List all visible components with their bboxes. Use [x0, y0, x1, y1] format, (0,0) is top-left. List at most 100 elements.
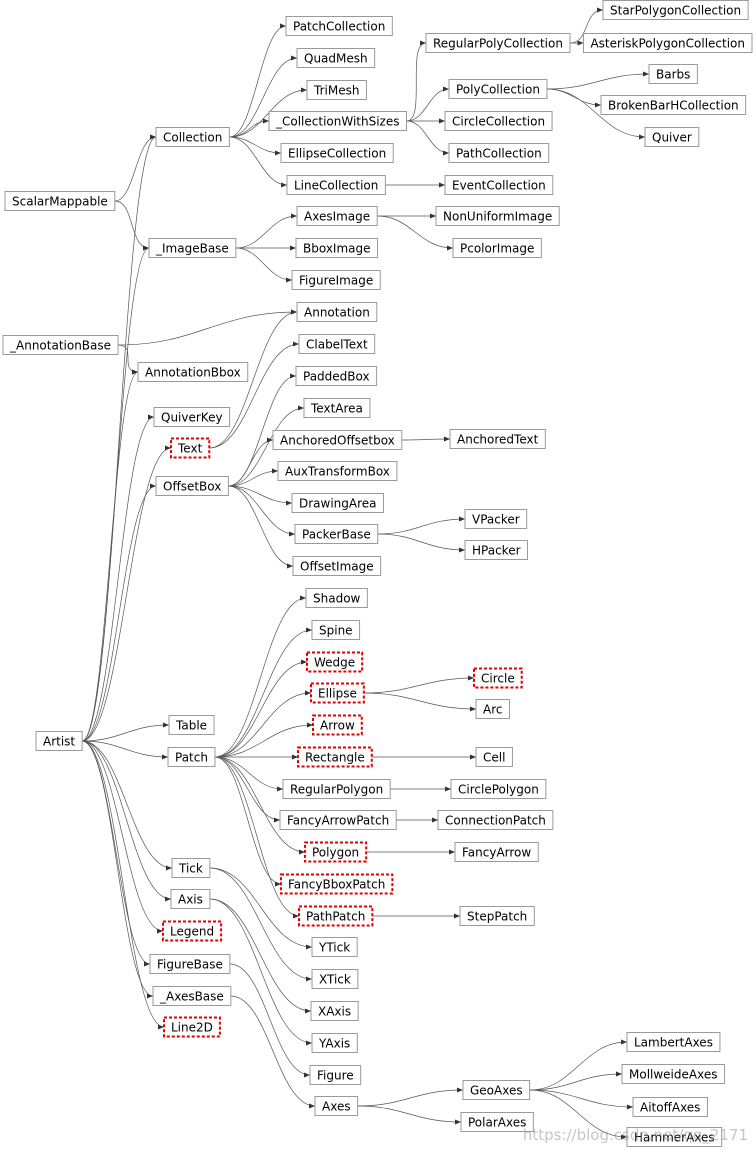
node-label: PcolorImage [460, 242, 534, 256]
edge-offset-box-to-offset-image [228, 485, 294, 569]
node-box [298, 334, 376, 354]
node-spine: Spine [311, 620, 361, 640]
node-anchored-offsetbox: AnchoredOffsetbox [272, 430, 403, 450]
node-box [152, 986, 232, 1006]
node-label: VPacker [472, 513, 520, 527]
node-box [294, 524, 379, 544]
edge-offset-box-to-drawing-area [228, 485, 293, 506]
node-box [310, 682, 365, 704]
node-drawing-area: DrawingArea [291, 493, 385, 513]
edge-offset-box-to-anchored-offsetbox [228, 437, 274, 487]
node-label: Arrow [320, 719, 355, 733]
node-label: Ellipse [318, 687, 357, 701]
node-label: ConnectionPatch [445, 814, 546, 828]
node-label: XAxis [318, 1005, 351, 1019]
node-label: DrawingArea [299, 497, 377, 511]
node-label: AnnotationBbox [145, 366, 241, 380]
node-x-axis: XAxis [310, 1001, 359, 1021]
node-label: Annotation [304, 306, 370, 320]
node-label: CirclePolygon [458, 783, 539, 797]
edge-patch-to-fancy-arrow-patch [214, 756, 281, 823]
node-mollweide-axes: MollweideAxes [621, 1064, 725, 1084]
node-box [600, 95, 747, 115]
edge-collection-to-line-collection [229, 136, 288, 188]
node-fancy-bbox-patch: FancyBboxPatch [280, 873, 394, 895]
node-circle-collection: CircleCollection [444, 111, 553, 131]
node-box [163, 1016, 221, 1038]
node-scalar-mappable: ScalarMappable [4, 191, 116, 211]
edge-geo-axes-to-hammer-axes [529, 1089, 628, 1140]
node-label: Legend [170, 925, 214, 939]
node-label: PathCollection [456, 147, 542, 161]
node-label: Artist [43, 735, 75, 749]
node-patch: Patch [167, 747, 216, 767]
node-label: Spine [319, 624, 353, 638]
node-polar-axes: PolarAxes [460, 1112, 534, 1132]
node-label: FancyArrowPatch [287, 814, 389, 828]
node-box [464, 509, 528, 529]
node-label: Circle [481, 672, 515, 686]
edge-scalar-mappable-to-collection [114, 134, 157, 202]
node-label: Polygon [312, 846, 359, 860]
edge-patch-to-shadow [214, 595, 307, 758]
edge-collection-to-collection-with-sizes [229, 118, 270, 138]
node-label: Rectangle [305, 751, 365, 765]
node-shadow: Shadow [305, 588, 368, 608]
node-patch-collection: PatchCollection [285, 16, 393, 36]
node-box [304, 841, 368, 863]
node-y-axis: YAxis [311, 1033, 358, 1053]
node-label: PackerBase [302, 528, 371, 542]
node-rectangle: Rectangle [297, 746, 373, 768]
node-box [291, 493, 385, 513]
edge-collection-with-sizes-to-poly-collection [406, 86, 450, 122]
edge-scalar-mappable-to-image-base [114, 200, 150, 251]
node-box [311, 969, 359, 989]
node-box [280, 143, 394, 163]
node-label: CircleCollection [452, 115, 545, 129]
node-box [170, 437, 211, 459]
edge-geo-axes-to-aitoff-axes [529, 1089, 634, 1110]
node-box [167, 747, 216, 767]
node-poly-collection: PolyCollection [448, 79, 548, 99]
node-collection: Collection [155, 127, 230, 147]
node-polygon: Polygon [304, 841, 368, 863]
node-tick: Tick [171, 858, 211, 878]
node-box [311, 937, 358, 957]
node-box [582, 33, 753, 53]
node-x-tick: XTick [311, 969, 359, 989]
node-step-patch: StepPatch [459, 906, 535, 926]
node-label: FancyBboxPatch [288, 878, 385, 892]
node-label: AsteriskPolygonCollection [590, 37, 745, 51]
edge-annotation-base-to-annotation-bbox [118, 344, 139, 375]
node-box [148, 238, 237, 258]
node-label: EventCollection [452, 179, 546, 193]
node-annotation: Annotation [296, 302, 378, 322]
node-box [2, 335, 119, 355]
node-box [168, 715, 215, 735]
node-box [475, 699, 510, 719]
node-box [462, 1080, 531, 1100]
node-box [296, 48, 376, 68]
node-box [444, 111, 553, 131]
node-label: Cell [483, 751, 505, 765]
node-ellipse: Ellipse [310, 682, 365, 704]
node-axes-base: _AxesBase [152, 986, 232, 1006]
node-label: Tick [178, 862, 203, 876]
node-label: Text [177, 442, 203, 456]
node-box [644, 127, 700, 147]
node-circle: Circle [473, 667, 523, 689]
node-box [602, 0, 749, 20]
edge-ellipse-to-arc [363, 692, 477, 712]
node-box [4, 191, 116, 211]
edge-patch-to-regular-polygon [214, 756, 284, 792]
edge-image-base-to-axes-image [235, 213, 298, 249]
edge-tick-to-x-tick [209, 867, 313, 982]
node-label: AuxTransformBox [285, 465, 390, 479]
node-box [291, 270, 381, 290]
node-path-patch: PathPatch [298, 905, 374, 927]
node-collection-with-sizes: _CollectionWithSizes [268, 111, 407, 131]
node-bbox-image: BboxImage [295, 238, 379, 258]
node-box [626, 1127, 723, 1147]
node-cell: Cell [475, 747, 513, 767]
